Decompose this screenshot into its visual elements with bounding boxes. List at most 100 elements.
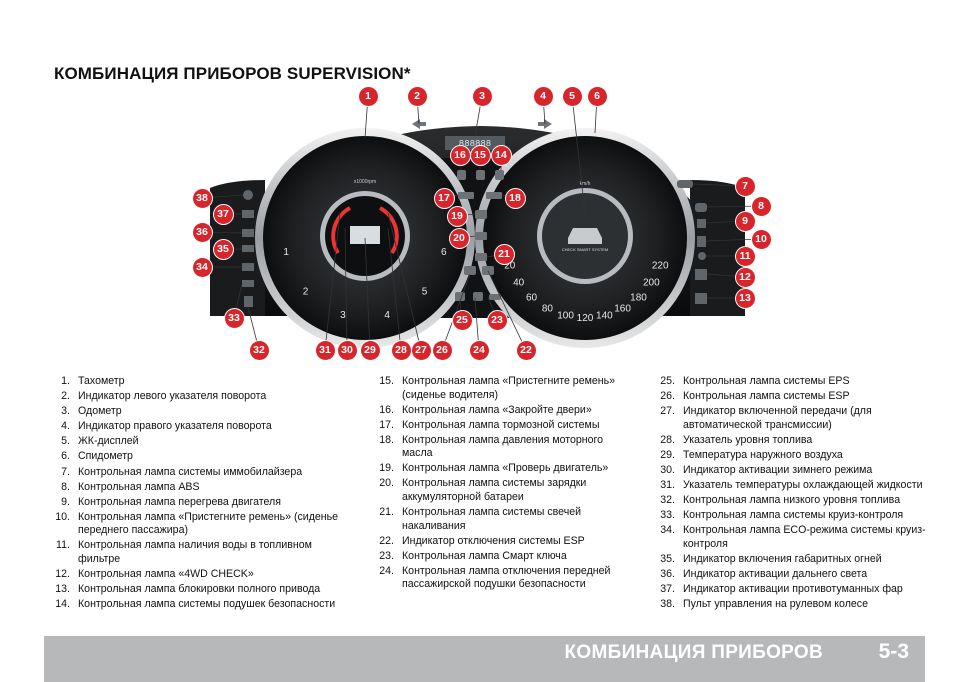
callout-marker-29: 29	[360, 340, 380, 360]
steering-wheel-control-icon	[243, 190, 253, 200]
legend-item-number: 26.	[660, 390, 675, 403]
legend-item-text: Контрольная лампа тормозной системы	[402, 418, 600, 431]
engine-overheat-icon	[697, 219, 706, 228]
legend-item-number: 27.	[660, 405, 675, 418]
legend-item: 22.Индикатор отключения системы ESP	[374, 535, 634, 549]
legend-column-2: 15. Контрольная лампа «Пристегните ремень…	[374, 375, 634, 593]
callout-marker-17: 17	[434, 188, 454, 208]
speedometer-tick-label: 140	[596, 311, 613, 322]
legend-item-number: 5.	[61, 435, 70, 448]
speedometer-tick-label: 120	[577, 313, 594, 324]
legend-item-number: 30.	[660, 463, 675, 476]
legend-item-number: 33.	[660, 509, 675, 522]
lcd-car-icon	[568, 228, 602, 244]
callout-marker-22: 22	[516, 340, 536, 360]
battery-icon	[475, 232, 487, 240]
legend-item-text: Указатель уровня топлива	[683, 433, 813, 446]
legend-item-number: 31.	[660, 479, 675, 492]
legend-item-text: Контрольная лампа системы свечей накалив…	[402, 506, 582, 532]
callout-marker-13: 13	[735, 288, 755, 308]
legend-item-number: 14.	[55, 598, 70, 611]
legend-item-text: Пульт управления на рулевом колесе	[683, 598, 868, 611]
speedometer-tick-label: 160	[614, 304, 631, 315]
legend-item: 10.Контрольная лампа «Пристегните ремень…	[50, 511, 350, 538]
legend-item: 18.Контрольная лампа давления моторного …	[374, 434, 634, 461]
callout-leader-line	[344, 227, 348, 351]
legend-item-number: 25.	[660, 375, 675, 387]
lcd-text: CHECK SMART SYSTEM	[562, 247, 609, 252]
legend-item-text: Контрольная лампа «Пристегните ремень» (…	[402, 375, 616, 401]
callout-marker-18: 18	[505, 188, 525, 208]
legend-item-number: 38.	[660, 598, 675, 611]
legend-item-text: Спидометр	[78, 450, 133, 463]
legend-item: 34. Контрольная лампа ECO-режима системы …	[655, 524, 930, 551]
legend-item: 14. Контрольная лампа системы подушек без…	[50, 598, 350, 612]
legend-item-text: Контрольная лампа перегрева двигателя	[78, 495, 281, 508]
legend-item-text: Контрольная лампа наличия воды в топливн…	[78, 539, 312, 565]
legend-item-text: Контрольная лампа ECO-режима системы кру…	[683, 524, 926, 550]
esp-icon	[473, 292, 483, 301]
callout-leader-line	[364, 237, 371, 351]
legend-item-text: Контрольная лампа «Проверь двигатель»	[402, 462, 609, 475]
legend-item-text: Контрольная лампа Смарт ключа	[402, 549, 567, 562]
tachometer-tick-label: 5	[422, 287, 428, 298]
legend-item-number: 34.	[660, 524, 675, 537]
legend-item: 27. Индикатор включенной передачи (для ав…	[655, 405, 930, 432]
callout-marker-30: 30	[337, 340, 357, 360]
legend-item-text: Контрольная лампа системы иммобилайзера	[78, 465, 303, 478]
fog-light-icon	[242, 210, 254, 218]
legend-item-number: 24.	[379, 564, 394, 577]
4wd-check-icon	[695, 269, 707, 280]
left-column-icons	[242, 190, 254, 307]
legend-item: 23.Контрольная лампа Смарт ключа	[374, 550, 634, 564]
legend-item-number: 37.	[660, 583, 675, 596]
speedometer-tick-label: 40	[513, 278, 525, 289]
legend-item-text: Контрольная лампа системы подушек безопа…	[78, 598, 336, 611]
legend-item-number: 1.	[61, 375, 70, 387]
callout-marker-8: 8	[751, 196, 771, 216]
legend-item: 4.Индикатор правого указателя поворота	[50, 420, 350, 434]
legend-item-number: 22.	[379, 534, 394, 547]
legend-item: 9.Контрольная лампа перегрева двигателя	[50, 496, 350, 510]
callout-marker-12: 12	[735, 267, 755, 287]
legend-item-text: Контрольная лампа системы ESP	[683, 390, 850, 403]
smart-key-icon	[482, 266, 494, 275]
odometer-digits: 888888	[459, 139, 491, 149]
legend-item: 24.Контрольная лампа отключения передней…	[374, 565, 634, 592]
right-column-icons	[677, 180, 707, 304]
water-in-fuel-icon	[698, 252, 706, 260]
callout-marker-16: 16	[450, 145, 470, 165]
speedometer-tick-label: 220	[652, 260, 669, 271]
legend-item: 5.ЖК-дисплей	[50, 435, 350, 449]
abs-icon	[695, 203, 707, 212]
legend-item-text: Индикатор левого указателя поворота	[78, 390, 267, 403]
callout-leader-line	[571, 95, 586, 214]
legend-item-number: 11.	[56, 539, 70, 552]
legend-item: 33.Контрольная лампа системы круиз-контр…	[655, 509, 930, 523]
legend-item-number: 19.	[379, 462, 394, 475]
legend-item: 6.Спидометр	[50, 450, 350, 464]
legend-item-text: Индикатор активации зимнего режима	[683, 463, 873, 476]
legend-item-number: 15.	[379, 375, 394, 387]
legend-item: 25.Контрольная лампа системы EPS	[655, 375, 930, 389]
legend-item: 26. Контрольная лампа системы ESP	[655, 390, 930, 404]
legend-item: 8.Контрольная лампа ABS	[50, 481, 350, 495]
legend-item-text: Индикатор включенной передачи (для автом…	[683, 405, 872, 431]
door-open-icon	[457, 170, 466, 180]
eps-icon	[455, 292, 465, 301]
legend-item: 21.Контрольная лампа системы свечей нака…	[374, 506, 634, 533]
legend-item-text: Индикатор правого указателя поворота	[78, 420, 272, 433]
callout-marker-2: 2	[407, 86, 427, 106]
legend-item: 11. Контрольная лампа наличия воды в топл…	[50, 539, 350, 566]
callout-marker-11: 11	[735, 246, 755, 266]
callout-marker-36: 36	[192, 222, 212, 242]
legend-item-number: 16.	[379, 403, 394, 416]
callout-marker-25: 25	[452, 310, 472, 330]
esp-off-icon	[464, 266, 476, 275]
legend-item: 38. Пульт управления на рулевом колесе	[655, 598, 930, 612]
callout-marker-31: 31	[315, 340, 335, 360]
tachometer-tick-label: 3	[340, 310, 346, 321]
callout-marker-37: 37	[213, 204, 233, 224]
